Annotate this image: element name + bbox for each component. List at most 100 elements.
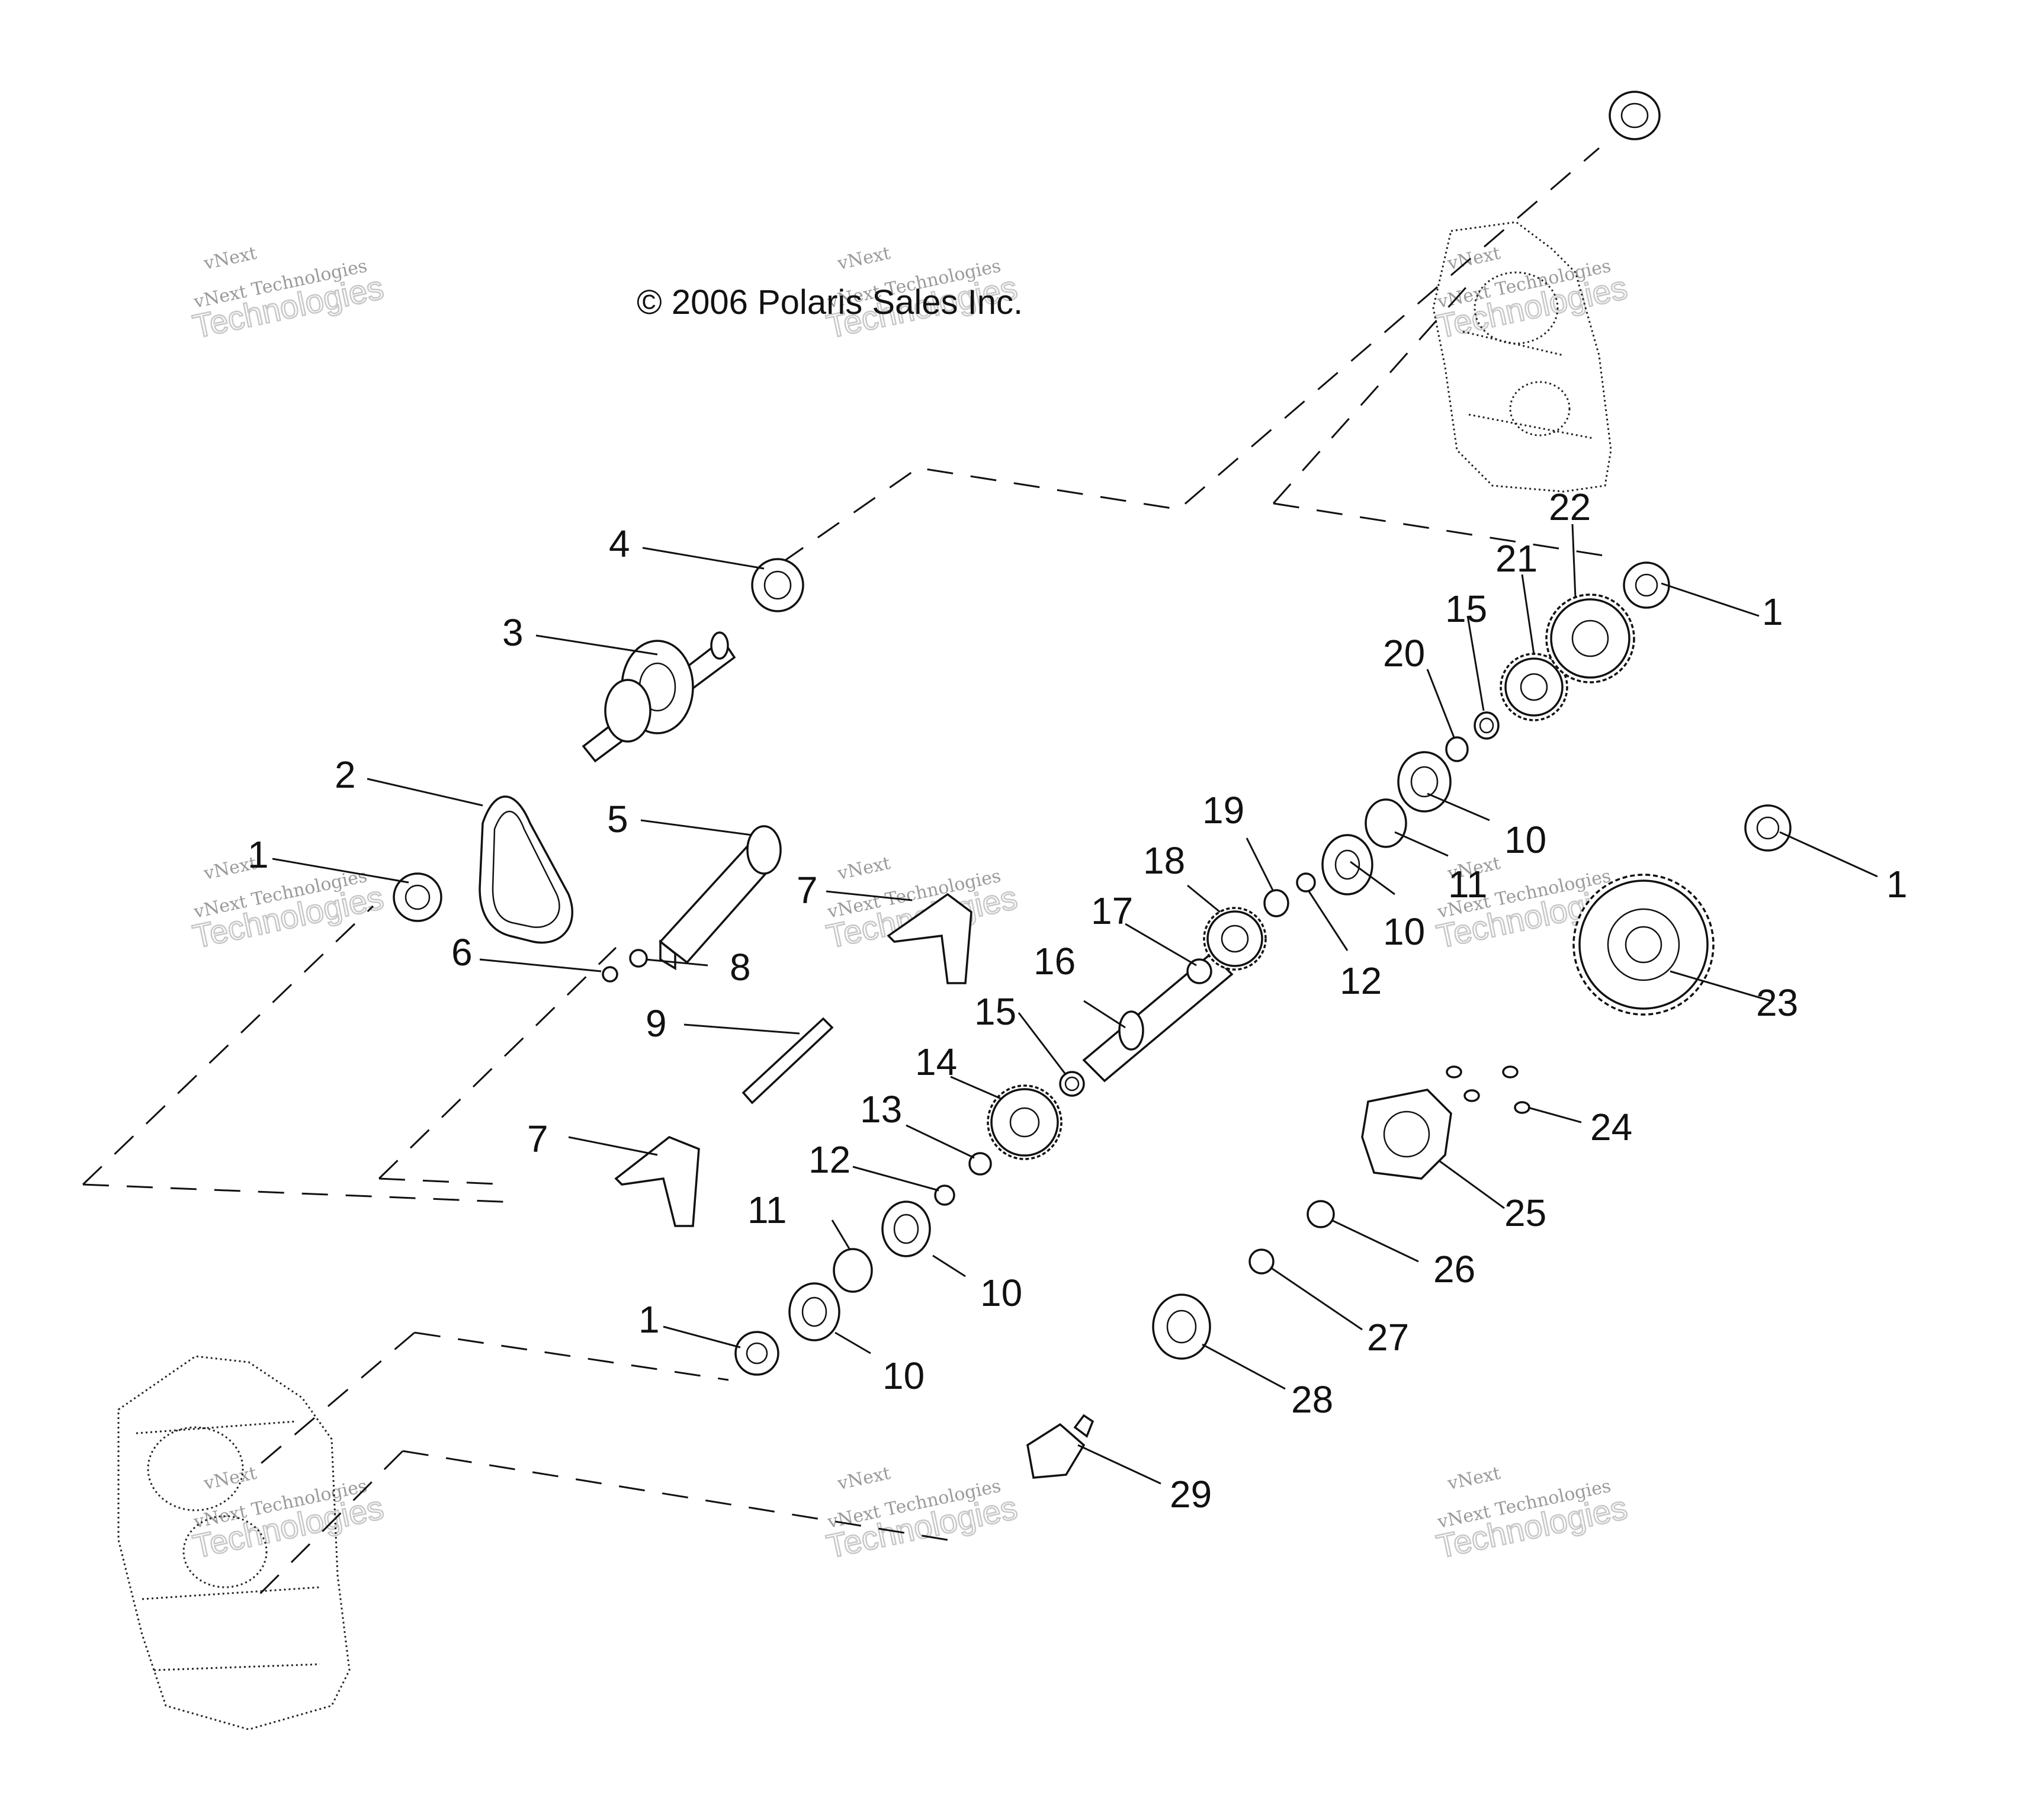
callout-12: 12 [1340,959,1382,1002]
washer-13 [968,1152,992,1176]
gear-21 [1500,653,1568,721]
watermark-vnext: vNext [835,243,892,274]
transmission-housing [117,1355,351,1731]
callout-13: 13 [860,1088,902,1131]
ring-11b [1365,798,1407,848]
dashed-line-housing-1 [254,1331,415,1470]
dashed-line-right [1273,502,1612,558]
bearing-1a [393,872,442,922]
watermark: vNext vNext Technologies Technologies [189,853,387,956]
callout-18: 18 [1143,839,1185,882]
callout-15: 15 [1445,588,1487,630]
watermark: vNext vNext Technologies Technologies [1433,1463,1631,1566]
callout-1: 1 [1886,863,1908,906]
bearing-4 [751,558,804,612]
bearing-1b [734,1331,779,1376]
housing-cover [1432,221,1612,493]
dashed-line-left-bottom [82,1183,516,1203]
callout-15: 15 [974,990,1016,1033]
bushing-26 [1307,1200,1335,1228]
watermark: vNext vNext Technologies Technologies [823,1463,1021,1566]
watermark: vNext vNext Technologies Technologies [823,243,1021,346]
rod-9 [742,1017,834,1105]
callout-25: 25 [1504,1192,1546,1234]
gear-18 [1203,907,1267,971]
bearing-10a [881,1201,931,1257]
sensor-29 [1026,1414,1094,1479]
watermark-vnext: vNext [1445,243,1502,274]
watermark-vnext: vNext [201,1463,258,1494]
callout-10: 10 [1504,818,1546,861]
bushing-17 [1186,958,1212,984]
shift-fork-7b [614,1136,700,1227]
callout-19: 19 [1202,789,1244,832]
watermark: vNext vNext Technologies Technologies [1433,243,1631,346]
shift-fork-7a [887,893,972,984]
bearing-10d [1397,751,1452,813]
callout-24: 24 [1590,1106,1632,1148]
cap-part [1609,91,1661,140]
dashed-line-cover [1272,284,1470,504]
callout-12: 12 [808,1138,850,1181]
washer-19 [1263,889,1289,917]
callout-23: 23 [1756,981,1798,1024]
callout-1: 1 [248,833,269,876]
bearing-10b [788,1282,840,1341]
dashed-line-housing-2 [253,1450,404,1600]
callout-4: 4 [609,522,630,565]
callout-10: 10 [1383,910,1425,953]
shaft-gear-3 [582,631,736,763]
plate-25 [1361,1089,1452,1180]
callout-26: 26 [1433,1248,1475,1291]
dashed-line-middle [378,946,617,1180]
watermark-vnext: vNext [835,853,892,884]
callout-28: 28 [1291,1378,1333,1421]
ring-12b [1296,872,1316,893]
callout-7: 7 [797,869,818,911]
callout-10: 10 [980,1272,1022,1314]
watermark: vNext vNext Technologies Technologies [189,243,387,346]
dashed-line-bearing [414,1331,729,1381]
shift-drum-5 [659,825,782,971]
callout-22: 22 [1549,486,1591,528]
callout-7: 7 [527,1118,548,1160]
ring-6 [602,966,618,983]
watermark-vnext: vNext [1445,1463,1502,1494]
watermark-vnext: vNext [835,1463,892,1494]
callout-1: 1 [638,1298,660,1341]
callout-6: 6 [451,931,473,974]
callout-5: 5 [607,798,628,840]
gear-14 [987,1084,1063,1160]
callouts: 1 1 1 1 2 3 4 5 6 7 7 8 9 10 10 10 10 11… [248,486,1908,1516]
callout-9: 9 [646,1002,667,1045]
bushing-15b [1474,711,1500,740]
callout-16: 16 [1033,940,1076,983]
callout-14: 14 [915,1041,957,1083]
dashed-line-top [781,147,1600,564]
callout-8: 8 [730,946,751,988]
callout-1: 1 [1762,590,1783,633]
callout-3: 3 [502,611,524,654]
parts [117,91,1792,1731]
ring-11a [833,1248,873,1293]
alignment-dashes [82,147,1612,1600]
gear-23 [1572,874,1715,1016]
bearing-1d [1744,804,1792,852]
chain-2 [479,795,573,944]
watermark: vNext vNext Technologies Technologies [189,1463,387,1566]
ring-27 [1248,1248,1275,1275]
callout-17: 17 [1091,890,1133,932]
dashed-line-left [82,905,374,1186]
bearing-1c [1623,561,1670,609]
watermark-vnext: vNext [201,243,258,274]
gear-22 [1545,593,1635,683]
bearing-10c [1321,834,1373,895]
callout-11: 11 [1448,863,1487,906]
callout-29: 29 [1170,1473,1212,1516]
dashed-line-middle-b [378,1177,510,1186]
callout-11: 11 [747,1189,787,1231]
washer-20 [1445,736,1469,762]
bearing-28 [1152,1293,1211,1360]
callout-20: 20 [1383,632,1425,675]
